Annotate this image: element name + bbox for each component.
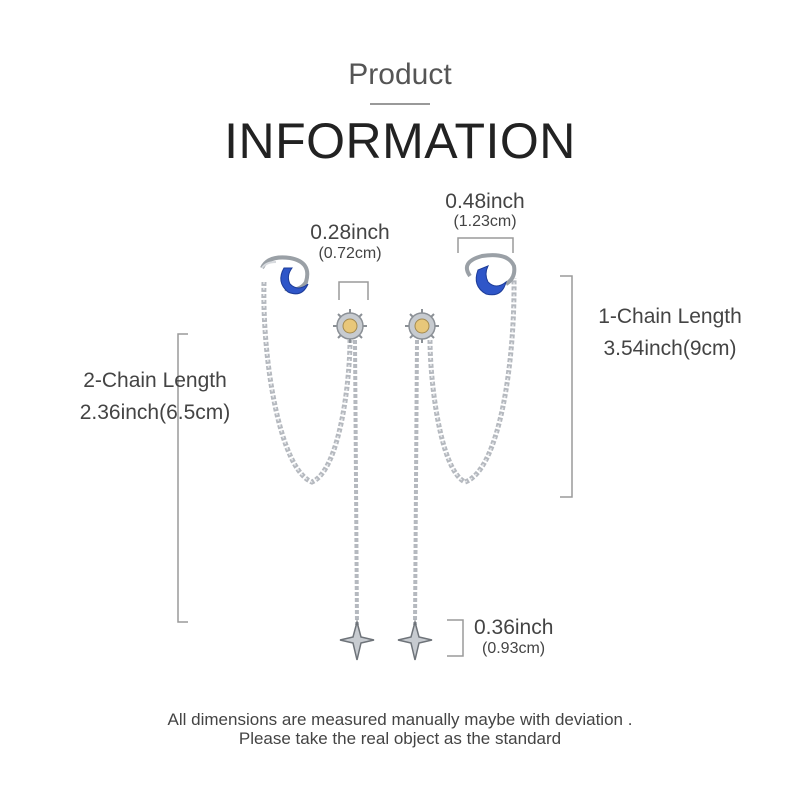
- header-divider: [370, 103, 430, 105]
- star-height-inch: 0.36inch: [474, 616, 554, 639]
- right-drop-chain: [413, 339, 419, 626]
- right-swag-chain: [427, 277, 517, 485]
- left-drop-chain: [353, 339, 359, 626]
- right-star-charm: [397, 619, 433, 661]
- right-cuff-width-inch: 0.48inch: [445, 190, 525, 213]
- left-cuff-width-cm: (0.72cm): [318, 245, 382, 262]
- dimension-lines: [177, 237, 573, 657]
- left-sun-stud: [333, 309, 367, 343]
- left-star-charm: [339, 619, 375, 661]
- page-title: INFORMATION: [224, 113, 576, 169]
- chain-2-label: 2-Chain Length: [83, 369, 227, 392]
- right-cuff-width-cm: (1.23cm): [453, 213, 517, 230]
- left-cuff-width-inch: 0.28inch: [310, 221, 390, 244]
- footer-note-line-2: Please take the real object as the stand…: [238, 729, 562, 748]
- left-ear-cuff: [260, 255, 310, 295]
- chain-1-label: 1-Chain Length: [598, 305, 742, 328]
- chain-2-value: 2.36inch(6.5cm): [79, 401, 231, 424]
- right-sun-stud: [405, 309, 439, 343]
- header-subtitle: Product: [348, 58, 452, 91]
- footer-note-line-1: All dimensions are measured manually may…: [167, 710, 633, 729]
- left-swag-chain: [261, 281, 353, 485]
- left-moon-icon: [280, 267, 309, 295]
- right-ear-cuff: [465, 253, 517, 296]
- right-moon-icon: [475, 265, 507, 296]
- star-height-cm: (0.93cm): [482, 640, 546, 657]
- chain-1-value: 3.54inch(9cm): [603, 337, 737, 360]
